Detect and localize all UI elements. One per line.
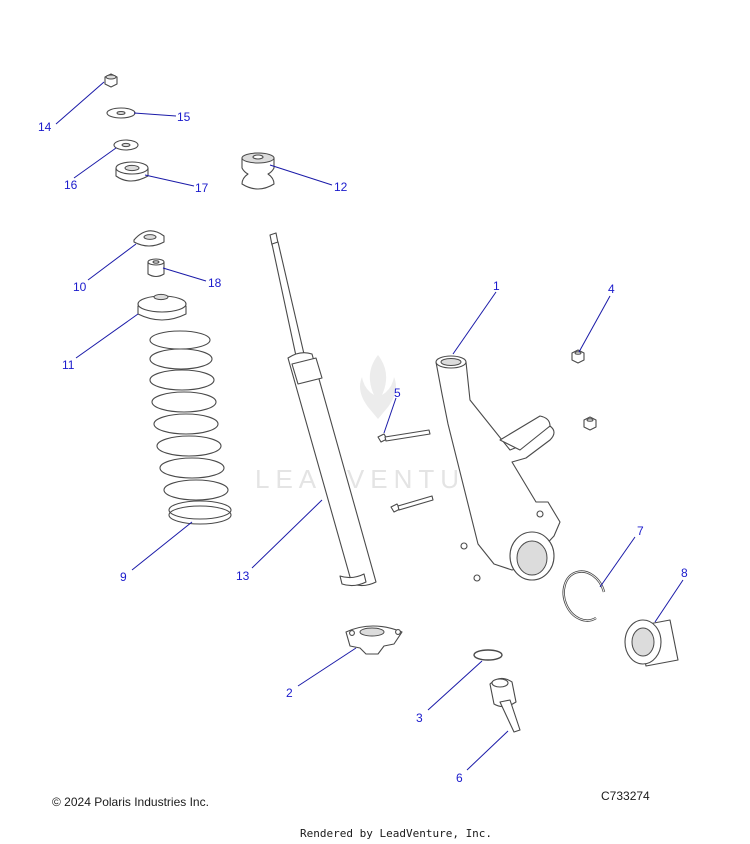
callout-14: 14: [38, 120, 52, 134]
part-code: C733274: [601, 789, 650, 803]
part-1-knuckle: [435, 355, 561, 582]
part-8-wheel-bearing: [624, 619, 679, 667]
leader-lines: [55, 81, 684, 771]
part-17-bearing: [115, 161, 149, 182]
part-14-nut: [104, 73, 118, 88]
callout-6: 6: [456, 771, 463, 785]
part-11-spring-seat: [137, 293, 187, 321]
part-10-spring-cup: [133, 230, 165, 247]
callout-1: 1: [493, 279, 500, 293]
callout-10: 10: [73, 280, 87, 294]
callout-3: 3: [416, 711, 423, 725]
callout-4: 4: [608, 282, 615, 296]
callout-8: 8: [681, 566, 688, 580]
callout-labels: 14 15 16 17 12 10 18 11 9 13 1 4 5 7 8 2…: [38, 110, 688, 785]
rendered-by-text: Rendered by LeadVenture, Inc.: [300, 827, 493, 840]
part-5-bolts: [377, 429, 434, 513]
part-4-nuts: [571, 349, 597, 431]
callout-12: 12: [334, 180, 348, 194]
part-7-snap-ring: [562, 570, 606, 622]
part-6-ball-joint: [489, 677, 521, 733]
callout-18: 18: [208, 276, 222, 290]
part-9-coil-spring: [149, 330, 232, 525]
part-2-mount-plate: [345, 625, 403, 655]
callout-15: 15: [177, 110, 191, 124]
part-18-bushing: [147, 258, 165, 278]
callout-5: 5: [394, 386, 401, 400]
part-16-washer: [113, 139, 139, 151]
callout-9: 9: [120, 570, 127, 584]
part-13-shock-absorber: [269, 232, 377, 587]
callout-16: 16: [64, 178, 78, 192]
part-12-bump-stop: [241, 152, 275, 190]
callout-11: 11: [62, 358, 75, 372]
callout-2: 2: [286, 686, 293, 700]
callout-13: 13: [236, 569, 250, 583]
copyright-text: © 2024 Polaris Industries Inc.: [52, 795, 209, 809]
part-15-washer: [106, 107, 136, 119]
callout-17: 17: [195, 181, 209, 195]
callout-7: 7: [637, 524, 644, 538]
part-3-o-ring: [473, 649, 503, 661]
